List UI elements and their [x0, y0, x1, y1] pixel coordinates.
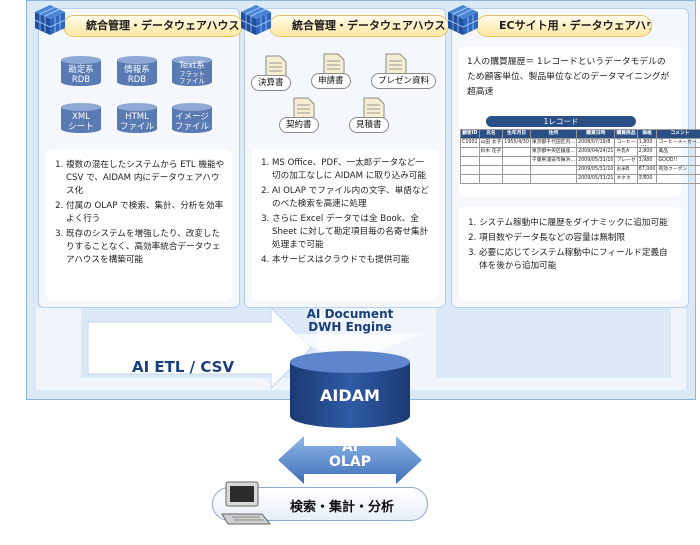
- ellipsis-icon: …: [640, 130, 647, 138]
- database-icon: [172, 103, 212, 133]
- cube-icon: [447, 5, 479, 35]
- feature-list-box: システム稼動中に履歴をダイナミックに追加可能 項目数やデータ長などの容量は無制限…: [459, 207, 681, 301]
- list-item: 既存のシステムを増強したり、改変したりすることなく、高効率統合データウェアハウス…: [66, 228, 226, 267]
- list-item: 項目数やデータ長などの容量は無制限: [479, 232, 675, 245]
- down-arrow: [278, 334, 422, 362]
- cube-icon: [34, 5, 66, 35]
- feature-list: 複数の混在したシステムから ETL 機能や CSV で、AIDAM 内にデータウ…: [52, 159, 226, 267]
- database-icon: [117, 56, 157, 86]
- database-icon: [61, 56, 101, 86]
- etl-label: AI ETL / CSV: [132, 358, 235, 376]
- panel-title: 統合管理・データウェアハウス: [63, 15, 243, 37]
- panel-ec-dwh: ECサイト用・データウェアハウス 1人の購買履歴＝ 1レコードというデータモデル…: [447, 5, 700, 308]
- database-label: Text系フラットファイル: [179, 61, 205, 85]
- document-icon: [323, 53, 345, 79]
- terminal-label: 検索・集計・分析: [290, 500, 395, 515]
- olap-label: AI OLAP: [329, 439, 371, 470]
- intro-text: 1人の購買履歴＝ 1レコードというデータモデルのため顧客単位、製品単位などのデー…: [467, 57, 670, 97]
- ellipsis-icon: …: [640, 150, 647, 158]
- table-row: 顧客ID 氏名 生年月日 住所 購買日時 購買商品 価格 コメント: [460, 129, 700, 139]
- database-label: イメージファイル: [174, 112, 209, 132]
- database-icon: [117, 103, 157, 133]
- olap-arrow: [278, 436, 422, 484]
- ellipsis-icon: …: [640, 170, 647, 178]
- document-label: 決算書: [251, 75, 291, 91]
- feature-list-box: MS Office、PDF、一太郎データなど一切の加工なしに AIDAM に取り…: [252, 149, 438, 301]
- document-engine-label: AI Document DWH Engine: [306, 307, 394, 334]
- document-icon: [265, 55, 287, 81]
- document-label: プレゼン資料: [371, 73, 437, 89]
- panel-title: 統合管理・データウェアハウス: [269, 15, 449, 37]
- document-label: 契約書: [279, 117, 319, 133]
- list-item: 必要に応じてシステム稼動中にフィールド定義自体を後から追加可能: [479, 247, 675, 273]
- document-label: 見積書: [349, 117, 389, 133]
- document-label: 申請書: [311, 73, 351, 89]
- panel-title: ECサイト用・データウェアハウス: [476, 15, 652, 37]
- list-item: システム稼動中に履歴をダイナミックに追加可能: [479, 217, 675, 230]
- record-label: 1レコード: [486, 116, 636, 127]
- panel-document-dwh: 統合管理・データウェアハウス 決算書 申請書 プレゼン資料 契約書 見積書 MS…: [240, 5, 449, 308]
- aidam-database-icon: [290, 351, 410, 428]
- database-icon: [172, 56, 212, 86]
- record-table-area: 1レコード 顧客ID 氏名 生年月日 住所 購買日時 購買商品 価格 コメント …: [460, 116, 700, 194]
- feature-list: MS Office、PDF、一太郎データなど一切の加工なしに AIDAM に取り…: [258, 157, 432, 267]
- list-item: AI OLAP でファイル内の文字、単語などのべた検索を高速に処理: [272, 185, 432, 211]
- database-icon: [61, 103, 101, 133]
- list-item: 本サービスはクラウドでも提供可能: [272, 254, 432, 267]
- aidam-label: AIDAM: [320, 386, 380, 405]
- feature-list-box: 複数の混在したシステムから ETL 機能や CSV で、AIDAM 内にデータウ…: [46, 149, 232, 301]
- list-item: MS Office、PDF、一太郎データなど一切の加工なしに AIDAM に取り…: [272, 157, 432, 183]
- computer-icon: [221, 481, 272, 525]
- list-item: 付属の OLAP で検索、集計、分析を効率よく行う: [66, 200, 226, 226]
- list-item: さらに Excel データでは全 Book、全 Sheet に対して勘定項目毎の…: [272, 213, 432, 252]
- cube-icon: [240, 5, 272, 35]
- ellipsis-icon: …: [640, 160, 647, 168]
- feature-list: システム稼動中に履歴をダイナミックに追加可能 項目数やデータ長などの容量は無制限…: [465, 217, 675, 273]
- ellipsis-icon: …: [640, 140, 647, 148]
- list-item: 複数の混在したシステムから ETL 機能や CSV で、AIDAM 内にデータウ…: [66, 159, 226, 198]
